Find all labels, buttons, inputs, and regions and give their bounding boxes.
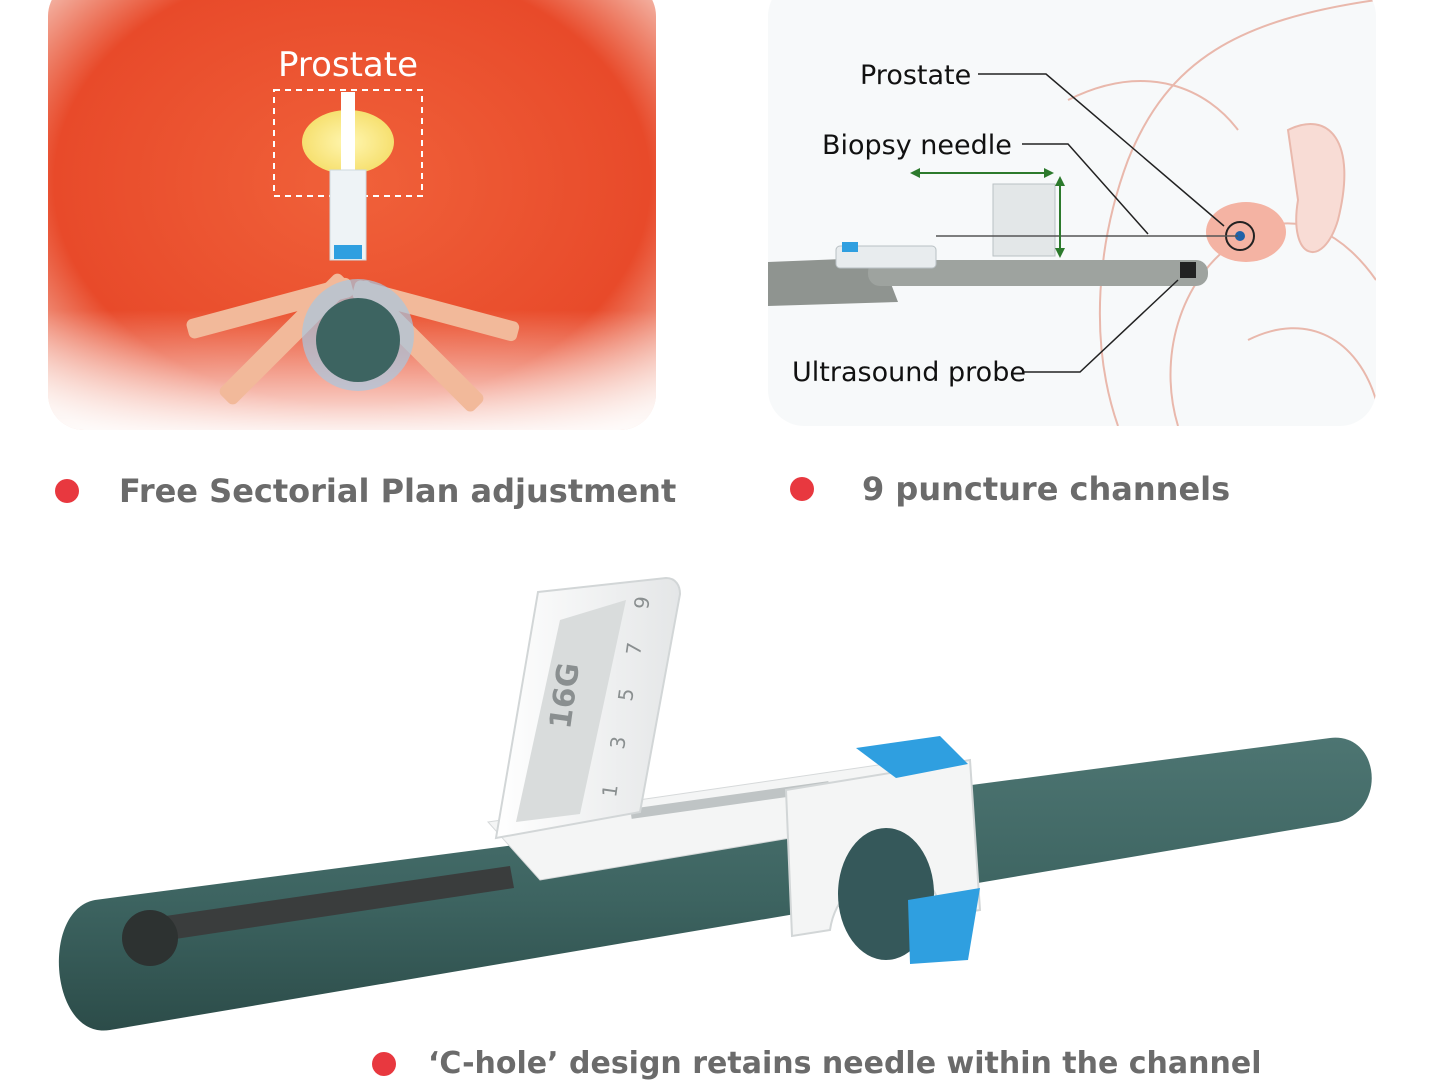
top-clip xyxy=(856,736,968,778)
probe-groove xyxy=(138,866,514,944)
sector-arm-1 xyxy=(186,277,354,339)
needle-leader xyxy=(1022,143,1149,235)
prostate-target-dot xyxy=(1235,231,1245,241)
arrow-head-down xyxy=(1055,248,1065,258)
bullet-dot xyxy=(55,479,79,503)
feature-text: 9 puncture channels xyxy=(862,470,1231,508)
anatomy-diagram: Prostate Biopsy needle Ultrasound probe xyxy=(768,0,1376,426)
probe-shaft xyxy=(868,260,1208,286)
arrow-head-right xyxy=(1044,168,1054,178)
target-box xyxy=(273,89,423,197)
sectorial-plan-panel: Prostate xyxy=(48,0,656,430)
feature-item-sectorial-plan: Free Sectorial Plan adjustment xyxy=(55,472,676,510)
anatomy-outline-4 xyxy=(1247,327,1376,401)
label-ultrasound-probe: Ultrasound probe xyxy=(792,357,1026,388)
feature-item-c-hole: ‘C-hole’ design retains needle within th… xyxy=(372,1046,1262,1080)
probe-tip xyxy=(1180,262,1196,278)
prostate-organ xyxy=(1206,202,1286,262)
sectorial-plan-illustration: Prostate xyxy=(48,0,656,430)
arrow-head-up xyxy=(1055,176,1065,186)
needle-holder xyxy=(835,245,937,269)
template-plate xyxy=(992,183,1056,257)
scale-number: 7 xyxy=(621,641,647,657)
probe-tip-window xyxy=(122,910,178,966)
probe-leader xyxy=(1022,279,1179,373)
prostate-leader xyxy=(978,73,1225,227)
holder-clip xyxy=(842,242,858,252)
rectal-organ xyxy=(1286,123,1346,253)
biopsy-guide-device: 16G 9 7 5 3 1 xyxy=(58,576,1372,1031)
probe-end xyxy=(316,298,400,382)
anatomy-outline-1 xyxy=(1098,0,1376,426)
scale-number: 3 xyxy=(605,735,631,751)
scale-number: 9 xyxy=(629,595,655,611)
prostate-label: Prostate xyxy=(278,45,418,85)
label-prostate: Prostate xyxy=(860,60,971,91)
label-biopsy-needle: Biopsy needle xyxy=(822,130,1012,161)
feature-item-puncture-channels: 9 puncture channels xyxy=(790,470,1230,508)
feature-text: Free Sectorial Plan adjustment xyxy=(119,472,677,510)
scale-number: 5 xyxy=(613,687,639,703)
guide-clip xyxy=(334,245,362,259)
anatomy-panel: Prostate Biopsy needle Ultrasound probe xyxy=(768,0,1376,426)
probe-body xyxy=(58,737,1372,1031)
rail-slot xyxy=(630,781,830,819)
bottom-clip xyxy=(908,888,980,964)
channel-scale: 9 7 5 3 1 xyxy=(597,595,655,799)
bullet-dot xyxy=(790,477,814,501)
arrow-head-left xyxy=(910,168,920,178)
feature-text: ‘C-hole’ design retains needle within th… xyxy=(428,1046,1262,1080)
anatomy-outline-3 xyxy=(1067,80,1239,131)
probe-handle xyxy=(768,258,898,306)
bullet-dot xyxy=(372,1051,396,1076)
scale-number: 1 xyxy=(597,783,623,799)
template-recess xyxy=(516,600,626,822)
